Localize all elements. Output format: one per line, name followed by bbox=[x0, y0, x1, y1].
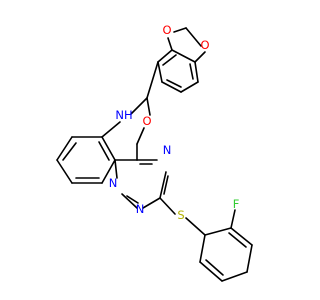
benzodioxole-ring bbox=[157, 27, 206, 93]
triazine-ring bbox=[114, 143, 169, 209]
oxazepine-ring bbox=[101, 97, 151, 145]
atom-n-triazine-top-label: N bbox=[163, 143, 172, 157]
thioether-linker bbox=[159, 197, 206, 236]
atom-o-dioxole-right-label: O bbox=[200, 38, 209, 52]
molecule-canvas: NH O N N N S F O O bbox=[56, 23, 253, 282]
atom-n-triazine-left-label: N bbox=[109, 176, 118, 190]
atom-n-triazine-bottom-label: N bbox=[136, 202, 145, 216]
atom-nh-label: NH bbox=[115, 108, 132, 122]
fluorophenyl-ring bbox=[199, 209, 253, 282]
fused-benzene-ring bbox=[56, 136, 116, 184]
atom-s-label: S bbox=[177, 208, 184, 222]
bond-aryl-ch bbox=[146, 61, 159, 99]
atom-o-dioxole-top-label: O bbox=[162, 23, 171, 37]
atom-f-label: F bbox=[233, 197, 240, 211]
atom-o-ring-label: O bbox=[142, 114, 151, 128]
structure-diagram: NH O N N N S F O O bbox=[56, 23, 253, 282]
